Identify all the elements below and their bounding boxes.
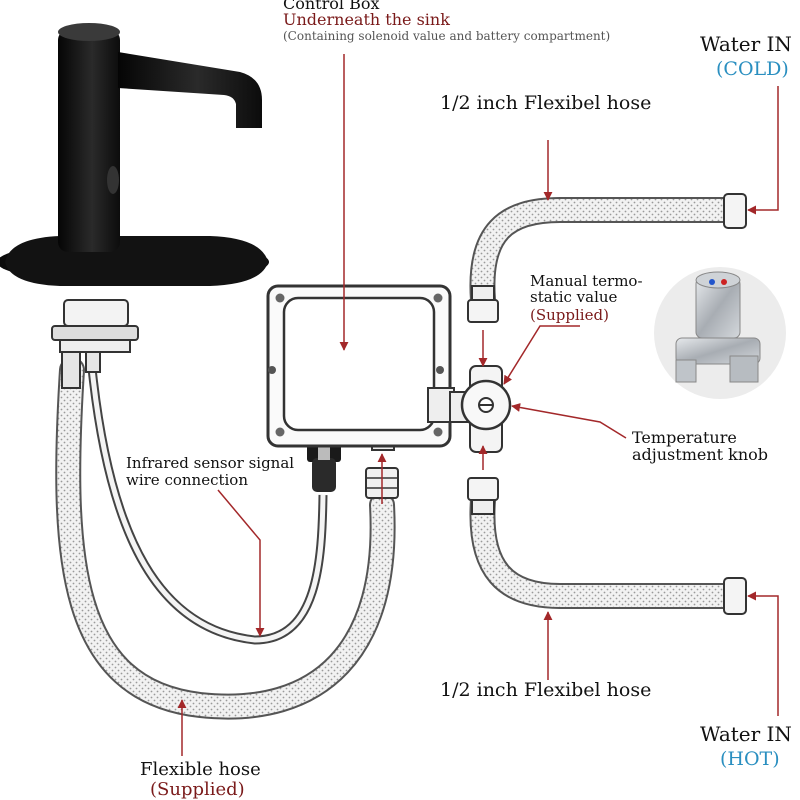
- faucet: [0, 23, 269, 286]
- manual-valve-label-2: static value: [530, 290, 617, 306]
- sensor-wire-label-1: Infrared sensor signal: [126, 456, 294, 472]
- faucet-spout: [118, 52, 262, 128]
- control-box-note: (Containing solenoid value and battery c…: [283, 30, 610, 43]
- pointer-manual-valve: [504, 326, 580, 384]
- pointer-cold-inlet: [748, 86, 778, 210]
- water-in-hot-label: Water IN: [700, 724, 792, 745]
- hot-inlet-nut: [724, 578, 746, 614]
- manual-valve-supplied: (Supplied): [530, 308, 609, 324]
- pointer-hot-inlet: [748, 596, 778, 716]
- hose-bottom-label: 1/2 inch Flexibel hose: [440, 681, 651, 701]
- flex-hose-supplied: (Supplied): [150, 781, 245, 800]
- cold-inlet-nut: [724, 194, 746, 228]
- flex-hose-label: Flexible hose: [140, 761, 261, 780]
- control-box-subtitle: Underneath the sink: [283, 12, 450, 29]
- faucet-deck-plate: [5, 236, 268, 286]
- faucet-body: [58, 30, 120, 252]
- hose-top-label: 1/2 inch Flexibel hose: [440, 94, 651, 114]
- sensor-wire-label-2: wire connection: [126, 473, 248, 489]
- pointer-temp-knob: [512, 406, 626, 438]
- water-in-cold-label: Water IN: [700, 34, 792, 55]
- thermostatic-valve: [450, 366, 510, 452]
- cold-label: (COLD): [716, 60, 789, 80]
- valve-photo-inset: [654, 267, 786, 399]
- sensor-window-icon: [107, 166, 119, 194]
- pointer-sensor-wire: [218, 490, 260, 636]
- hot-label: (HOT): [720, 750, 780, 770]
- temp-knob-label-2: adjustment knob: [632, 447, 768, 464]
- control-box: [268, 286, 454, 446]
